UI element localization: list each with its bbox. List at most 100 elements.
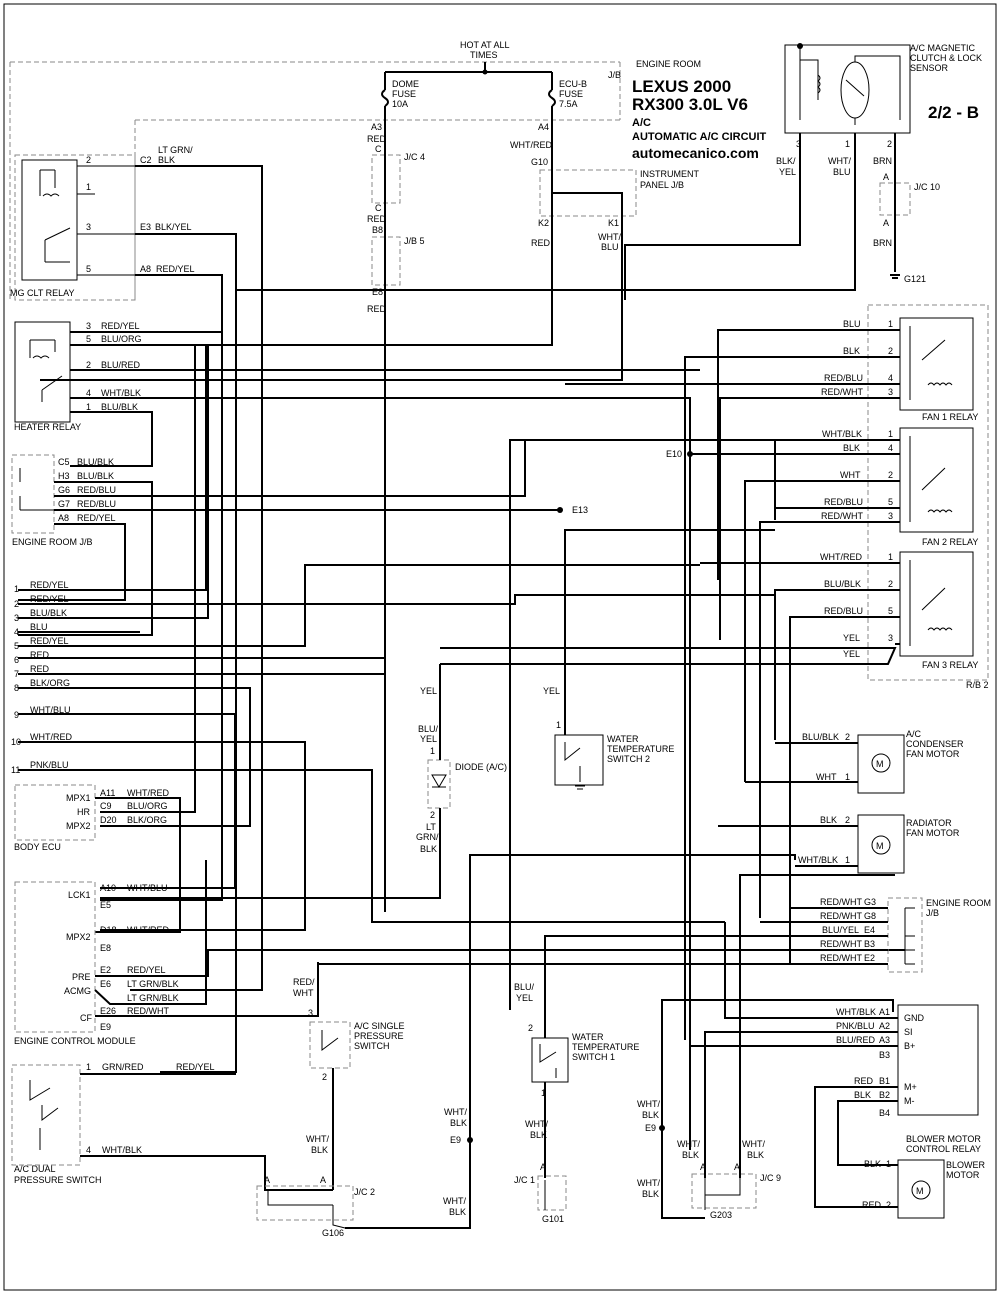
- e9-right-wire: [661, 999, 894, 1219]
- blower-motor: [897, 1159, 945, 1219]
- f3-wire-5: YEL: [843, 649, 860, 659]
- wire-red-1: RED: [367, 134, 387, 144]
- body-ecu-label: BODY ECU: [14, 842, 61, 852]
- clutch-internal: [799, 46, 819, 120]
- numbered-wires: [18, 345, 775, 931]
- jb5-label: J/B 5: [404, 236, 425, 246]
- heater-relay-label: HEATER RELAY: [14, 422, 81, 432]
- wire-blk-yel: BLK/YEL: [155, 222, 192, 232]
- erjbr-wire-1: RED/WHT: [820, 897, 862, 907]
- e10-label: E10: [666, 449, 682, 459]
- diagram-title: LEXUS 2000: [632, 77, 731, 96]
- becu-c9: C9: [100, 801, 112, 811]
- num-6: 6: [14, 655, 19, 665]
- bmcr-b2: B2: [879, 1090, 890, 1100]
- fuse-icon: [381, 89, 556, 107]
- er-jb-left-pins: C5 BLU/BLK H3 BLU/BLK G6 RED/BLU G7 RED/…: [58, 457, 116, 523]
- num-wire-8: BLK/ORG: [30, 678, 70, 688]
- e9-wire-blk-2: BLK: [449, 1207, 466, 1217]
- f1-pin-4: 4: [888, 373, 893, 383]
- num-wire-1: RED/YEL: [30, 580, 69, 590]
- f2-pin-4: 4: [888, 443, 893, 453]
- erjb-wire-5: RED/YEL: [77, 513, 116, 523]
- fan3-wires: [700, 562, 900, 965]
- erjb-c5: C5: [58, 457, 70, 467]
- wire-red-4: RED: [531, 238, 551, 248]
- num-3: 3: [14, 613, 19, 623]
- f2-wire-4: RED/BLU: [824, 497, 863, 507]
- f3-wire-3: RED/BLU: [824, 606, 863, 616]
- clutch-icon: [840, 61, 870, 119]
- erjb-wire-4: RED/BLU: [77, 499, 116, 509]
- hr-wire-blu-red: BLU/RED: [101, 360, 141, 370]
- blower-label: BLOWER: [946, 1160, 986, 1170]
- diode-icon: [431, 774, 447, 788]
- clutch-wires: [235, 133, 856, 332]
- ecm-e2: E2: [100, 965, 111, 975]
- num-8: 8: [14, 683, 19, 693]
- diode-box: [427, 759, 451, 809]
- fan2-internal: [909, 436, 953, 522]
- f2-wire-5: RED/WHT: [821, 511, 863, 521]
- f2-pin-3: 3: [888, 511, 893, 521]
- ws1-label: WATER: [572, 1032, 604, 1042]
- ecm-wire-3: RED/YEL: [127, 965, 166, 975]
- rb2-outline: [867, 304, 989, 681]
- blower-relay-wires: [690, 922, 898, 1208]
- dome-feed-wire: [18, 138, 386, 912]
- erjbr-wire-3: BLU/YEL: [822, 925, 859, 935]
- clutch-label-3: SENSOR: [910, 63, 949, 73]
- sp-wire-wht-blk: WHT/: [306, 1134, 329, 1144]
- f2-pin-1: 1: [888, 429, 893, 439]
- motor-m-2: M: [876, 841, 884, 851]
- bm-wire-2: RED: [862, 1200, 882, 1210]
- ecm-pins: LCK1 A10 WHT/BLU E5 MPX2 D18 WHT/RED E8 …: [64, 883, 179, 1032]
- becu-a11: A11: [100, 788, 115, 798]
- clutch-pin-1: 1: [845, 139, 850, 149]
- sp-wire-wht: WHT: [293, 988, 314, 998]
- clutch-pin-3: 3: [796, 139, 801, 149]
- num-wire-5: RED/YEL: [30, 636, 69, 646]
- conn-c-2: C: [375, 203, 382, 213]
- diode-label: DIODE (A/C): [455, 762, 507, 772]
- clutch-wire-wht: WHT/: [828, 156, 851, 166]
- wire-lt-grn-blk: LT GRN/: [158, 145, 193, 155]
- fan1-relay: [899, 317, 974, 411]
- num-5: 5: [14, 641, 19, 651]
- motor-icon-2: [871, 835, 891, 855]
- ws1-pin-1: 1: [541, 1088, 546, 1098]
- vehicle-model: RX300 3.0L V6: [632, 95, 748, 114]
- e13-splice: [557, 507, 563, 513]
- f2-wire-1: WHT/BLK: [822, 429, 862, 439]
- fan1-wires: [565, 329, 900, 1040]
- bmcr-wire-b2: BLK: [854, 1090, 871, 1100]
- num-wire-7: RED: [30, 664, 50, 674]
- f3-pin-1: 1: [888, 552, 893, 562]
- heater-relay: [14, 321, 71, 423]
- conn-k1: K1: [608, 218, 619, 228]
- conn-c2: C2: [140, 155, 152, 165]
- g106-label: G106: [322, 1228, 344, 1238]
- mg-pin-stubs: [77, 165, 135, 276]
- sp-label-2: PRESSURE: [354, 1031, 404, 1041]
- ecm-pre: PRE: [72, 972, 91, 982]
- ecm-wire-4: LT GRN/BLK: [127, 979, 179, 989]
- f2-pin-5: 5: [888, 497, 893, 507]
- num-wire-3: BLU/BLK: [30, 608, 67, 618]
- f2-wire-3: WHT: [840, 470, 861, 480]
- bm-pin-1: 1: [886, 1159, 891, 1169]
- f3-wire-4: YEL: [843, 633, 860, 643]
- hr-wire-wht-blk: WHT/BLK: [101, 388, 141, 398]
- f2-wire-2: BLK: [843, 443, 860, 453]
- bmcr-wire-a2: PNK/BLU: [836, 1021, 875, 1031]
- hr-pin-3: 3: [86, 321, 91, 331]
- clutch-ground-wire: [890, 133, 900, 279]
- rad-wire-1: BLK: [820, 815, 837, 825]
- ecm-e26: E26: [100, 1006, 116, 1016]
- conn-a8: A8: [140, 264, 151, 274]
- ecm-label: ENGINE CONTROL MODULE: [14, 1036, 136, 1046]
- bmcr-label-2: CONTROL RELAY: [906, 1144, 981, 1154]
- becu-mpx2: MPX2: [66, 821, 91, 831]
- fan2-relay: [899, 427, 974, 533]
- erjb-wire-2: BLU/BLK: [77, 471, 114, 481]
